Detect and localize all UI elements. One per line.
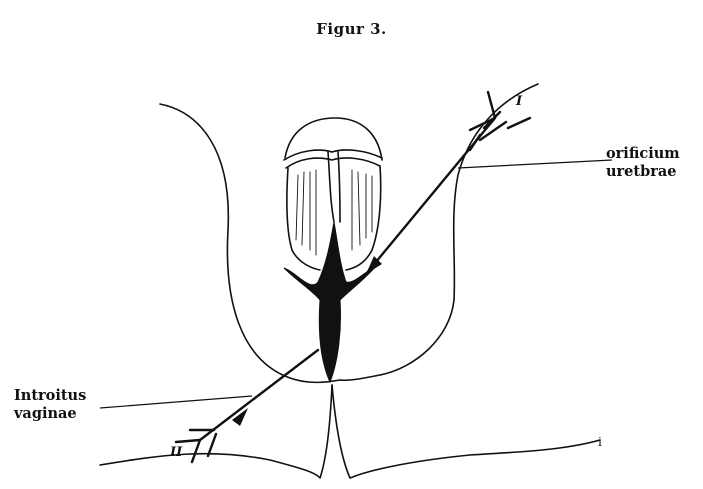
vestibule-rim xyxy=(284,150,382,160)
introitus-label-line2: vaginae xyxy=(14,405,86,423)
stray-mark: i xyxy=(598,435,602,449)
central-cleft-2 xyxy=(338,152,340,222)
left-labium-outline xyxy=(160,104,340,382)
introitus-shape xyxy=(284,222,376,382)
orificium-label-line2: uretbrae xyxy=(606,163,680,181)
introitus-leader-line xyxy=(100,396,252,408)
introitus-label-line1: Introitus xyxy=(14,387,86,405)
arrow-two xyxy=(176,350,318,462)
perineum-right-line xyxy=(332,385,600,478)
introitus-label: Introitus vaginae xyxy=(14,387,86,423)
arrow-one xyxy=(366,92,530,274)
vestibule-rim-2 xyxy=(286,158,380,168)
orificium-leader-line xyxy=(458,160,612,168)
right-inner-labium xyxy=(346,166,381,270)
shading-left xyxy=(296,170,316,255)
central-cleft xyxy=(328,152,334,222)
orificium-label-line1: orificium xyxy=(606,145,680,163)
orificium-label: orificium uretbrae xyxy=(606,145,680,181)
arrow-one-label: I xyxy=(516,94,522,109)
arrow-two-label: II xyxy=(170,445,182,460)
shading-right xyxy=(352,170,372,250)
